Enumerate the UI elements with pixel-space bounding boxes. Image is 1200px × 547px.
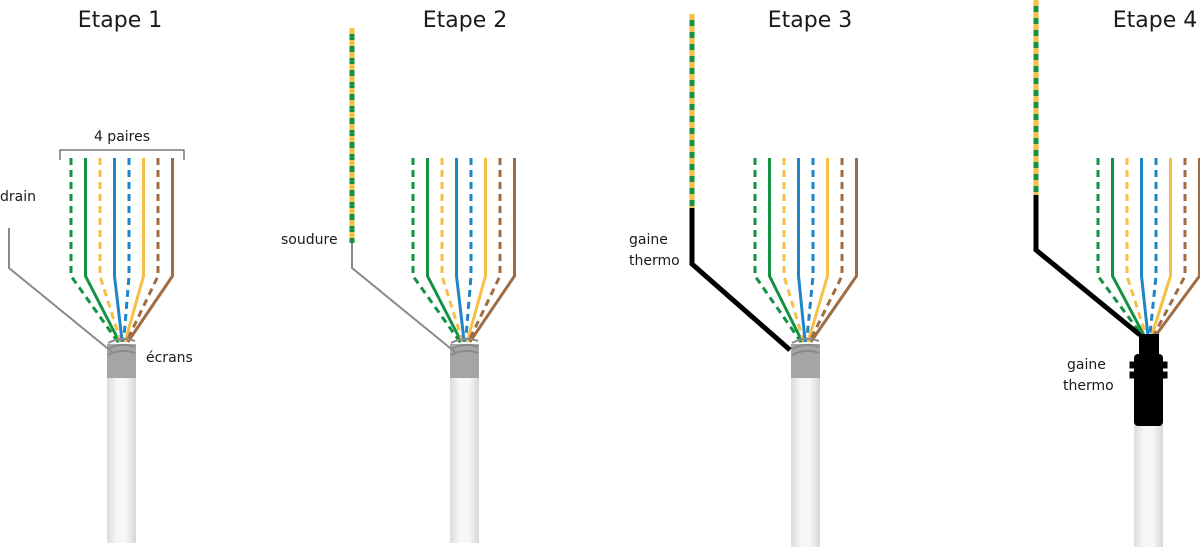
heatshrink-wire-sleeve [1033, 195, 1142, 337]
wire-blue-dashed [464, 158, 473, 343]
wire-brown [809, 158, 858, 343]
step-3-title: Etape 3 [768, 8, 853, 33]
wire-orange-dashed [1125, 158, 1149, 339]
heatshrink-label-line2: thermo [629, 253, 680, 269]
step-4-panel: gaine thermo [1033, 0, 1200, 547]
wire-green-dashed [411, 158, 462, 343]
wire-green [426, 158, 463, 343]
wire-blue [1140, 158, 1150, 339]
wire-brown-dashed [467, 158, 502, 343]
heatshrink-label-line1: gaine [1067, 357, 1106, 373]
step-1-title: Etape 1 [78, 8, 163, 33]
step-3-panel: gaine thermo [629, 14, 858, 547]
wire-brown-dashed [125, 158, 160, 343]
wire-brown-dashed [1151, 158, 1187, 339]
wire-brown-dashed [808, 158, 844, 343]
screen-coil [107, 337, 136, 356]
heatshrink-label-line1: gaine [629, 232, 668, 248]
wire-green [84, 158, 121, 343]
drain-wire [351, 243, 456, 353]
wire-orange [1149, 158, 1172, 339]
wire-blue [797, 158, 807, 343]
wire-blue-dashed [1148, 158, 1158, 339]
foil-screens [107, 344, 136, 378]
wire-blue-dashed [805, 158, 815, 343]
pairs-label: 4 paires [94, 129, 150, 145]
wire-green-dashed [753, 158, 803, 343]
wire-orange-dashed [782, 158, 806, 343]
heatshrink-label-line2: thermo [1063, 378, 1114, 394]
twisted-pairs [411, 158, 516, 343]
drain-label: drain [0, 189, 36, 205]
cable-sheath [450, 378, 479, 543]
wire-green-dashed [1096, 158, 1146, 339]
wire-brown [126, 158, 174, 343]
wire-green [768, 158, 804, 343]
wire-blue-dashed [122, 158, 131, 343]
solder-label: soudure [281, 232, 338, 248]
wire-orange-dashed [98, 158, 123, 343]
step-2-panel: soudure [281, 28, 516, 543]
step-1-panel: 4 paires drain écrans [0, 129, 193, 543]
wire-green-dashed [69, 158, 120, 343]
screen-coil [791, 337, 820, 356]
heatshrink-tube [1129, 334, 1168, 426]
step-4-title: Etape 4 [1113, 8, 1198, 33]
screen-coil [450, 337, 479, 356]
foil-screens [450, 344, 479, 378]
wire-blue [455, 158, 466, 343]
pairs-bracket [59, 149, 185, 160]
heatshrink-sleeve [689, 208, 792, 352]
screens-label: écrans [146, 350, 193, 366]
twisted-pairs [753, 158, 858, 343]
wire-brown [468, 158, 516, 343]
wire-orange [806, 158, 829, 343]
drain-wire [8, 228, 113, 353]
cable-sheath [107, 378, 136, 543]
wire-orange [465, 158, 487, 343]
twisted-pairs [69, 158, 174, 343]
wire-orange-dashed [440, 158, 465, 343]
wire-green [1111, 158, 1147, 339]
cable-sheath [1134, 425, 1163, 547]
wire-orange [123, 158, 145, 343]
step-2-title: Etape 2 [423, 8, 508, 33]
cable-sheath [791, 378, 820, 547]
wire-blue [113, 158, 124, 343]
foil-screens [791, 344, 820, 378]
